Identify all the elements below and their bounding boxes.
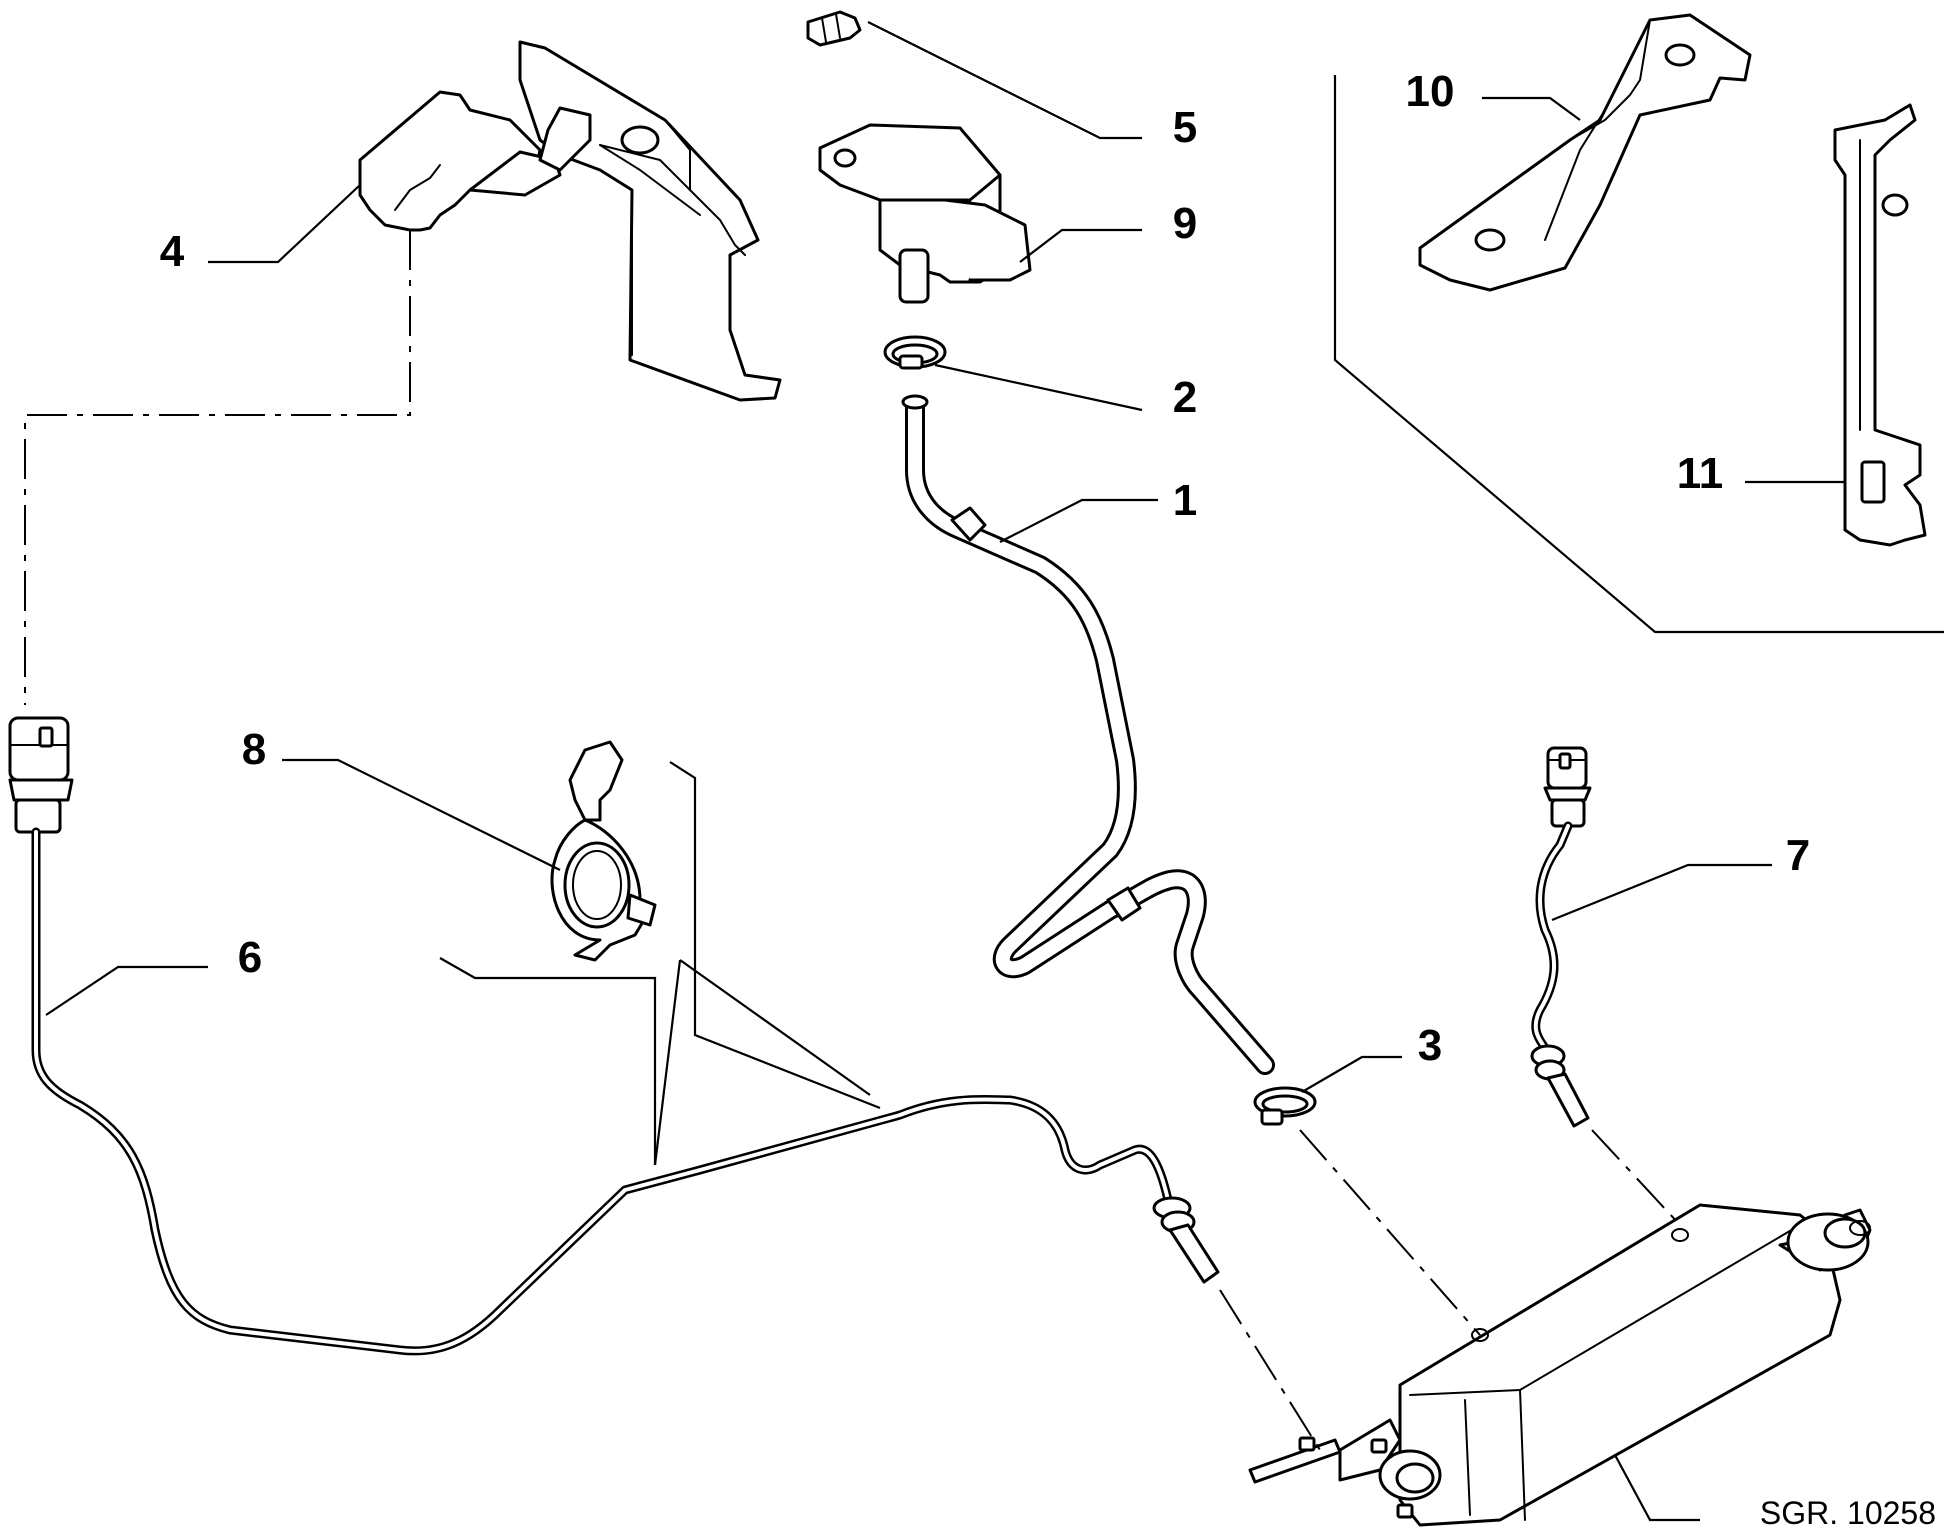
callout-8: 8 [242, 725, 266, 774]
callout-1: 1 [1173, 476, 1197, 525]
wire-routing-frame-3 [653, 959, 871, 1166]
bolt-part-5 [806, 10, 862, 47]
pressure-sensor-part-9 [818, 123, 1032, 304]
callout-11: 11 [1677, 449, 1724, 498]
hose-part-1 [901, 394, 1275, 1075]
bracket-part-10 [1418, 13, 1752, 292]
temperature-sensor-part-7 [1530, 746, 1592, 1128]
temperature-sensor-part-6 [8, 716, 1220, 1356]
callout-3: 3 [1418, 1021, 1442, 1070]
callout-9: 9 [1173, 199, 1197, 248]
callout-6: 6 [238, 933, 262, 982]
wire-clip-part-8 [550, 740, 657, 962]
hose-clamp-part-2 [883, 335, 947, 370]
callout-7: 7 [1786, 831, 1810, 880]
drawing-reference-code: SGR. 10258 [1760, 1495, 1936, 1531]
bracket-part-11 [1833, 103, 1927, 547]
callout-5: 5 [1173, 103, 1197, 152]
leader-lines [45, 21, 1845, 1522]
callout-10: 10 [1406, 67, 1455, 116]
exhaust-filter-body [1248, 1203, 1872, 1527]
callout-2: 2 [1173, 373, 1197, 422]
hose-clamp-part-3 [1253, 1086, 1317, 1126]
wire-routing-frame-2 [439, 957, 657, 1165]
wire-routing-frame [669, 761, 881, 1110]
assembly-dashed-lines [24, 230, 1681, 1451]
bracket-assembly-part-4 [358, 40, 782, 402]
callout-4: 4 [160, 227, 185, 276]
group-frame-parts-10-11 [1333, 75, 1944, 634]
